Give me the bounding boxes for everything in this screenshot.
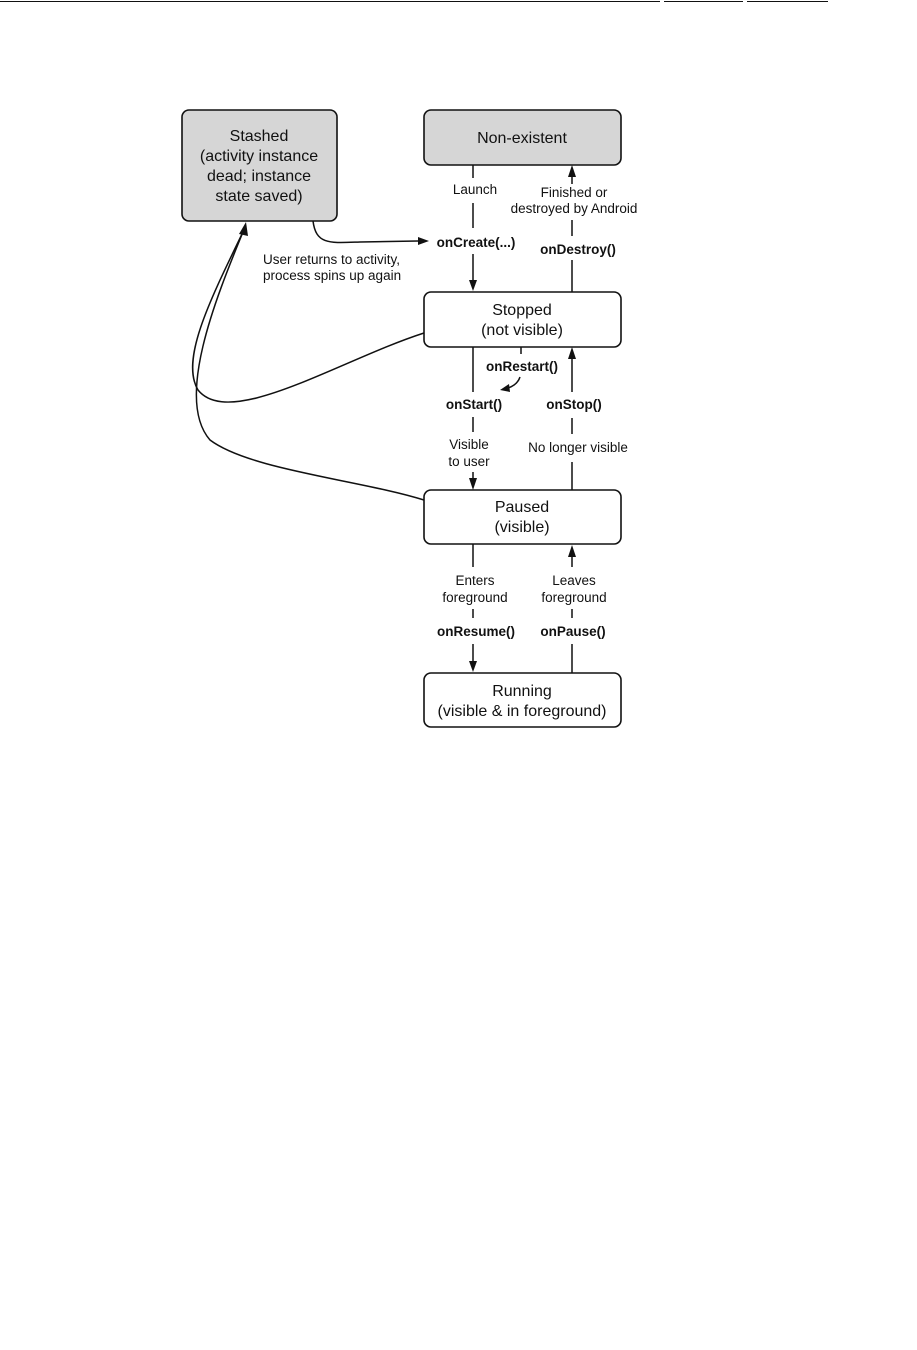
launch-arrowhead <box>469 280 477 291</box>
state-nonexistent-box <box>423 109 622 166</box>
pause-edge <box>568 545 576 673</box>
resume-arrowhead <box>469 661 477 672</box>
start-edge <box>469 347 477 490</box>
on-resume-label: onResume() <box>437 624 515 639</box>
destroy-arrowhead <box>568 165 576 177</box>
restart-arrowhead <box>500 384 510 392</box>
state-paused-box <box>423 489 622 545</box>
state-running-line: Running <box>492 683 552 700</box>
user-returns-edge <box>312 220 429 245</box>
on-restart-label: onRestart() <box>486 359 558 374</box>
state-stopped: Stopped (not visible) <box>423 291 622 348</box>
state-stopped-box <box>423 291 622 348</box>
user-returns-label: process spins up again <box>263 268 401 283</box>
launch-label: Launch <box>453 182 497 197</box>
resume-edge <box>469 544 477 672</box>
state-paused: Paused (visible) <box>423 489 622 545</box>
stop-arrowhead <box>568 347 576 359</box>
on-create-label: onCreate(...) <box>437 235 516 250</box>
user-returns-label: User returns to activity, <box>263 252 400 267</box>
destroy-edge <box>568 165 576 292</box>
enters-foreground-label: foreground <box>442 590 507 605</box>
paused-to-stashed-edge <box>195 231 425 501</box>
state-nonexistent: Non-existent <box>423 109 622 166</box>
state-stashed-line: state saved) <box>215 188 302 205</box>
state-stashed: Stashed (activity instance dead; instanc… <box>181 109 338 222</box>
visible-to-user-label: to user <box>448 454 490 469</box>
state-running: Running (visible & in foreground) <box>423 672 622 728</box>
launch-edge <box>469 165 477 291</box>
state-stashed-line: Stashed <box>230 128 289 145</box>
start-arrowhead <box>469 478 477 490</box>
state-running-line: (visible & in foreground) <box>438 703 607 720</box>
on-start-label: onStart() <box>446 397 502 412</box>
state-paused-line: Paused <box>495 499 549 516</box>
finished-label: destroyed by Android <box>511 201 638 216</box>
user-returns-arrowhead <box>418 237 429 245</box>
on-stop-label: onStop() <box>546 397 601 412</box>
state-nonexistent-line: Non-existent <box>477 130 567 147</box>
pause-arrowhead <box>568 545 576 557</box>
stashed-arrowhead <box>239 222 248 236</box>
state-running-box <box>423 672 622 728</box>
stop-edge <box>568 347 576 490</box>
on-pause-label: onPause() <box>540 624 605 639</box>
visible-to-user-label: Visible <box>449 437 489 452</box>
state-stashed-line: (activity instance <box>200 148 318 165</box>
leaves-foreground-label: foreground <box>541 590 606 605</box>
finished-label: Finished or <box>541 185 608 200</box>
no-longer-visible-label: No longer visible <box>528 440 628 455</box>
stopped-to-stashed-edge <box>191 231 425 403</box>
on-destroy-label: onDestroy() <box>540 242 616 257</box>
restart-edge <box>500 347 522 392</box>
state-stopped-line: (not visible) <box>481 322 563 339</box>
state-paused-line: (visible) <box>494 519 549 536</box>
enters-foreground-label: Enters <box>455 573 494 588</box>
state-stashed-box <box>181 109 338 222</box>
state-stashed-line: dead; instance <box>207 168 311 185</box>
state-stopped-line: Stopped <box>492 302 552 319</box>
leaves-foreground-label: Leaves <box>552 573 596 588</box>
